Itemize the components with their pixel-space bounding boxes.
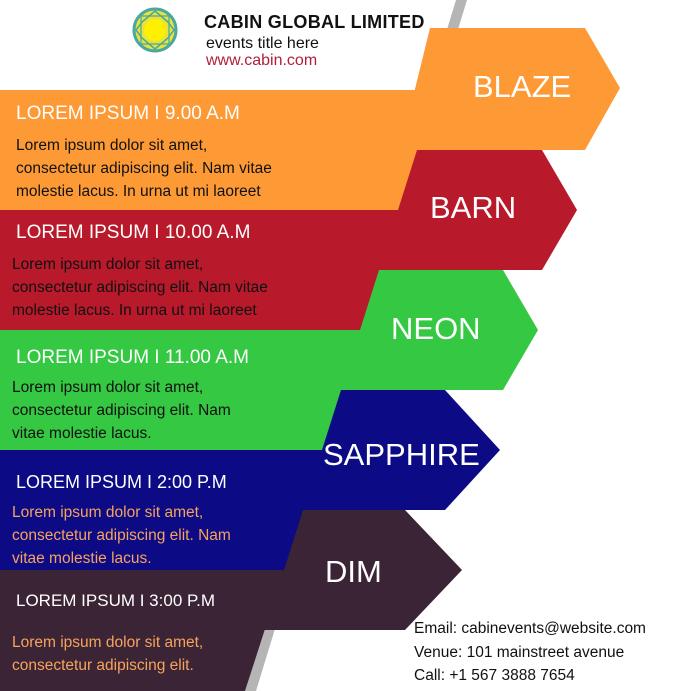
schedule-heading: LOREM IPSUM I 10.00 A.M bbox=[16, 222, 251, 243]
body-line: consectetur adipiscing elit. Nam bbox=[12, 527, 231, 544]
arrow-sapphire bbox=[280, 390, 500, 510]
body-line: Lorem ipsum dolor sit amet, bbox=[12, 256, 204, 273]
body-line: vitae molestie lacus. bbox=[12, 550, 152, 567]
band-blue bbox=[0, 450, 322, 570]
body-line: vitae molestie lacus. bbox=[12, 425, 152, 442]
tag-sapphire: SAPPHIRE bbox=[323, 437, 480, 472]
schedule-body: Lorem ipsum dolor sit amet, consectetur … bbox=[12, 631, 203, 677]
contact-info: Email: cabinevents@website.com Venue: 10… bbox=[414, 617, 646, 688]
tag-neon: NEON bbox=[391, 311, 481, 346]
contact-venue: Venue: 101 mainstreet avenue bbox=[414, 643, 625, 661]
body-line: Lorem ipsum dolor sit amet, bbox=[12, 379, 204, 396]
schedule-heading: LOREM IPSUM I 3:00 P.M bbox=[16, 591, 216, 610]
tag-dim: DIM bbox=[325, 554, 382, 589]
diamond-star-logo-icon bbox=[132, 7, 178, 53]
company-name: CABIN GLOBAL LIMITED bbox=[204, 12, 425, 32]
body-line: Lorem ipsum dolor sit amet, bbox=[12, 504, 204, 521]
schedule-body: Lorem ipsum dolor sit amet, consectetur … bbox=[12, 376, 231, 445]
tag-blaze: BLAZE bbox=[473, 69, 572, 104]
body-line: molestie lacus. In urna ut mi laoreet bbox=[16, 183, 261, 200]
body-line: Lorem ipsum dolor sit amet, bbox=[12, 634, 204, 651]
body-line: Lorem ipsum dolor sit amet, bbox=[16, 137, 208, 154]
arrow-blaze bbox=[400, 28, 620, 150]
band-orange bbox=[0, 90, 436, 210]
schedule-body: Lorem ipsum dolor sit amet, consectetur … bbox=[12, 501, 231, 570]
body-line: molestie lacus. In urna ut mi laoreet bbox=[12, 302, 257, 319]
contact-phone[interactable]: Call: +1 567 3888 7654 bbox=[414, 667, 575, 684]
schedule-heading: LOREM IPSUM I 9.00 A.M bbox=[16, 103, 240, 124]
arrow-barn bbox=[360, 150, 577, 270]
arrow-dim bbox=[245, 510, 462, 630]
band-red bbox=[0, 210, 398, 330]
body-line: consectetur adipiscing elit. Nam vitae bbox=[12, 279, 268, 296]
body-line: consectetur adipiscing elit. bbox=[12, 657, 194, 674]
website-link[interactable]: www.cabin.com bbox=[206, 52, 318, 69]
schedule-body: Lorem ipsum dolor sit amet, consectetur … bbox=[12, 253, 268, 322]
body-line: consectetur adipiscing elit. Nam vitae bbox=[16, 160, 272, 177]
tag-barn: BARN bbox=[430, 190, 517, 225]
contact-email[interactable]: Email: cabinevents@website.com bbox=[414, 620, 646, 637]
schedule-heading: LOREM IPSUM I 2:00 P.M bbox=[16, 472, 227, 492]
arrow-neon bbox=[320, 270, 538, 390]
event-title: events title here bbox=[206, 35, 319, 52]
band-dim bbox=[0, 570, 284, 691]
schedule-body: Lorem ipsum dolor sit amet, consectetur … bbox=[16, 134, 272, 203]
schedule-heading: LOREM IPSUM I 11.00 A.M bbox=[16, 347, 250, 368]
band-green bbox=[0, 330, 360, 450]
body-line: consectetur adipiscing elit. Nam bbox=[12, 402, 231, 419]
